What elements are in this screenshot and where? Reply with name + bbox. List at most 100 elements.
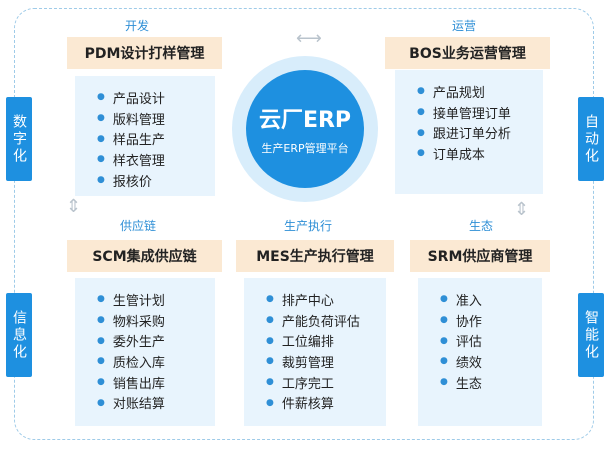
bullet-icon: ● [417,107,425,118]
bullet-icon: ● [97,294,105,305]
list-item-label: 件薪核算 [281,397,334,413]
list-item: ●对账结算 [75,392,215,413]
list-item-label: 产品规划 [432,85,485,101]
category-label-supply-chain: 供应链 [120,219,157,233]
bullet-icon: ● [97,377,105,388]
bullet-icon: ● [440,356,448,367]
list-item-label: 生管计划 [112,293,165,309]
list-item-label: 样品生产 [112,133,165,149]
list-item-label: 生态 [455,376,482,392]
center-subtitle: 生产ERP管理平台 [261,142,349,155]
double-arrow-vertical-icon-left: ⇕ [66,196,82,217]
list-item: ●排产中心 [244,289,386,310]
list-item: ● 裁剪管理 [244,351,386,372]
center-title: 云厂ERP [258,108,352,133]
list-item: ● 绩效 [418,351,542,372]
bullet-icon: ● [440,315,448,326]
list-item: ● 生管计划 [75,289,215,310]
double-arrow-vertical-icon-right: ⇕ [514,199,530,220]
side-label-automation: 自动化 [578,97,604,181]
module-header-pdm: PDM设计打样管理 [67,37,222,69]
bullet-icon: ● [417,86,425,97]
category-label-operations: 运营 [452,19,477,33]
side-label-informatization: 信息化 [6,293,32,377]
module-header-bos: BOS业务运营管理 [385,37,550,69]
list-item: ● 产能负荷评估 [244,310,386,331]
list-item-label: 质检入库 [112,355,165,371]
double-arrow-horizontal-icon: ⟷ [296,28,322,49]
bullet-icon: ● [266,377,274,388]
bullet-icon: ● [266,356,274,367]
side-label-digitalization: 数字化 [6,97,32,181]
list-item-label: 跟进订单分析 [432,127,511,143]
bullet-icon: ● [266,315,274,326]
center-circle: 云厂ERP 生产ERP管理平台 [246,70,364,188]
list-item: ● 评估 [418,330,542,351]
bullet-icon: ● [97,113,105,124]
category-label-development: 开发 [125,19,150,33]
bullet-icon: ● [97,356,105,367]
bullet-icon: ● [440,294,448,305]
list-item-label: 工位编排 [281,335,334,351]
list-item-label: 样衣管理 [112,153,165,169]
list-item: ● 工序完工 [244,372,386,393]
list-item: ● 工位编排 [244,330,386,351]
list-item: ● 报核价 [75,170,215,191]
bullet-icon: ● [266,335,274,346]
list-item-label: 接单管理订单 [432,106,511,122]
list-item-label: 报核价 [112,174,152,190]
list-item-label: 订单成本 [432,147,485,163]
list-item: ● 接单管理订单 [395,102,543,123]
bullet-icon: ● [97,315,105,326]
list-item-label: 绩效 [455,355,482,371]
list-item: ● 产品规划 [395,81,543,102]
module-list-srm: ● 准入 ● 协作 ● 评估 ● 绩效 ● 生态 [418,278,542,426]
list-item-label: 产品设计 [112,91,165,107]
list-item-label: 准入 [455,293,482,309]
outer-frame [14,8,594,440]
bullet-icon: ● [97,92,105,103]
bullet-icon: ● [97,154,105,165]
module-header-mes: MES生产执行管理 [236,240,394,272]
list-item: ● 委外生产 [75,330,215,351]
list-item-label: 工序完工 [281,376,334,392]
bullet-icon: ● [97,335,105,346]
list-item: ● 产品设计 [75,87,215,108]
category-label-ecosystem: 生态 [469,219,494,233]
module-header-srm: SRM供应商管理 [410,240,550,272]
list-item: ● 物料采购 [75,310,215,331]
bullet-icon: ● [97,133,105,144]
list-item: ● 生态 [418,372,542,393]
bullet-icon: ● [440,377,448,388]
list-item-label: 物料采购 [112,314,165,330]
bullet-icon: ● [97,175,105,186]
list-item-label: 排产中心 [281,293,334,309]
bullet-icon: ● [417,127,425,138]
list-item: ● 版料管理 [75,108,215,129]
module-list-scm: ● 生管计划 ● 物料采购 ● 委外生产 ● 质检入库 ● 销售出库●对账结算 [75,278,215,426]
bullet-icon: ● [417,148,425,159]
bullet-icon: ● [266,397,274,408]
list-item: ● 样衣管理 [75,149,215,170]
list-item-label: 裁剪管理 [281,355,334,371]
list-item: ● 跟进订单分析 [395,122,543,143]
list-item: ● 样品生产 [75,128,215,149]
bullet-icon: ● [97,397,105,408]
list-item-label: 销售出库 [112,376,165,392]
list-item: ● 销售出库 [75,372,215,393]
list-item: ● 订单成本 [395,143,543,164]
side-label-intelligentization: 智能化 [578,293,604,377]
list-item: ● 件薪核算 [244,392,386,413]
list-item-label: 评估 [455,335,482,351]
module-list-pdm: ● 产品设计 ● 版料管理 ● 样品生产 ● 样衣管理 ● 报核价 [75,76,215,196]
list-item-label: 委外生产 [112,335,165,351]
module-list-bos: ● 产品规划 ● 接单管理订单 ● 跟进订单分析 ● 订单成本 [395,70,543,194]
list-item-label: 版料管理 [112,112,165,128]
list-item: ● 质检入库 [75,351,215,372]
list-item: ● 协作 [418,310,542,331]
module-header-scm: SCM集成供应链 [67,240,222,272]
list-item-label: 产能负荷评估 [281,314,360,330]
list-item-label: 协作 [455,314,482,330]
category-label-production-execution: 生产执行 [284,219,333,233]
bullet-icon: ● [440,335,448,346]
